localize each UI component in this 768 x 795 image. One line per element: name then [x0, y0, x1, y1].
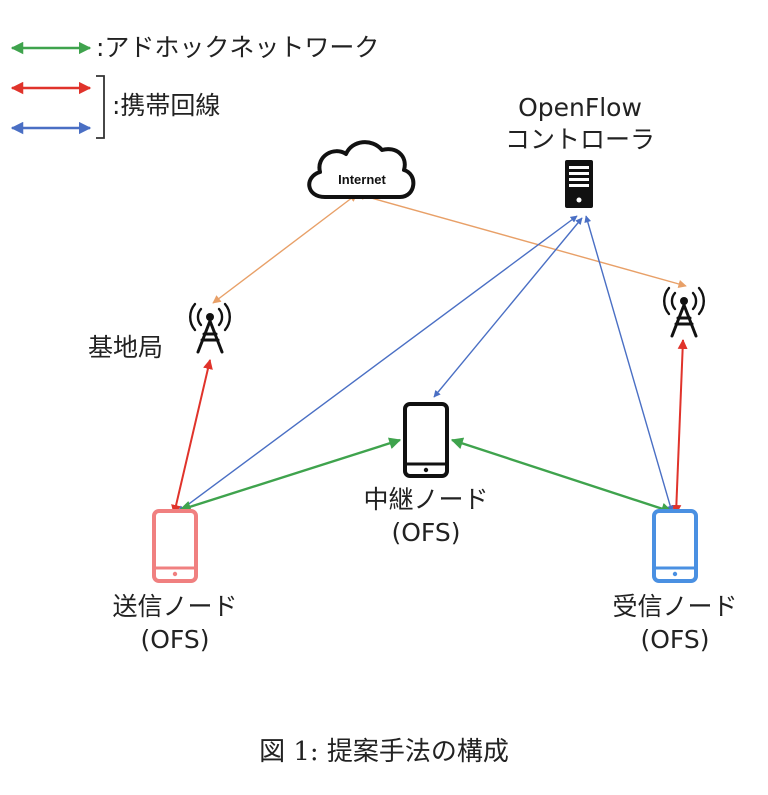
cloud-icon: Internet [307, 140, 416, 199]
link-relay-receiver-green [450, 437, 674, 515]
sender-phone-icon [152, 509, 198, 583]
server-icon [565, 160, 593, 208]
link-internet-base-right [356, 191, 687, 289]
link-sender-base-red [171, 359, 213, 515]
antenna-icon-left [189, 302, 231, 354]
link-internet-base-left [212, 193, 358, 304]
receiver-node-sub: (OFS) [640, 625, 710, 654]
relay-node-label: 中継ノード [363, 485, 489, 514]
link-sender-relay-green [178, 437, 402, 513]
antenna-icon-right [663, 286, 705, 338]
relay-node-sub: (OFS) [391, 518, 461, 547]
internet-text: Internet [338, 172, 386, 187]
link-controller-relay-blue [433, 217, 583, 398]
controller-label-line2: コントローラ [504, 125, 656, 154]
legend-adhoc-label: :アドホックネットワーク [96, 33, 380, 62]
controller-label-line1: OpenFlow [518, 93, 642, 122]
sender-node-label: 送信ノード [112, 592, 238, 621]
receiver-node-label: 受信ノード [612, 592, 738, 621]
figure-caption: 図 1: 提案手法の構成 [259, 737, 509, 767]
link-controller-receiver-blue [584, 215, 674, 513]
receiver-phone-icon [652, 509, 698, 583]
link-controller-sender-blue [177, 215, 578, 513]
base-station-label: 基地局 [88, 333, 164, 362]
relay-phone-icon [403, 402, 449, 478]
legend-cellular-label: :携帯回線 [112, 91, 221, 120]
legend-bracket [96, 75, 105, 139]
sender-node-sub: (OFS) [140, 625, 210, 654]
link-receiver-base-red [671, 339, 688, 515]
